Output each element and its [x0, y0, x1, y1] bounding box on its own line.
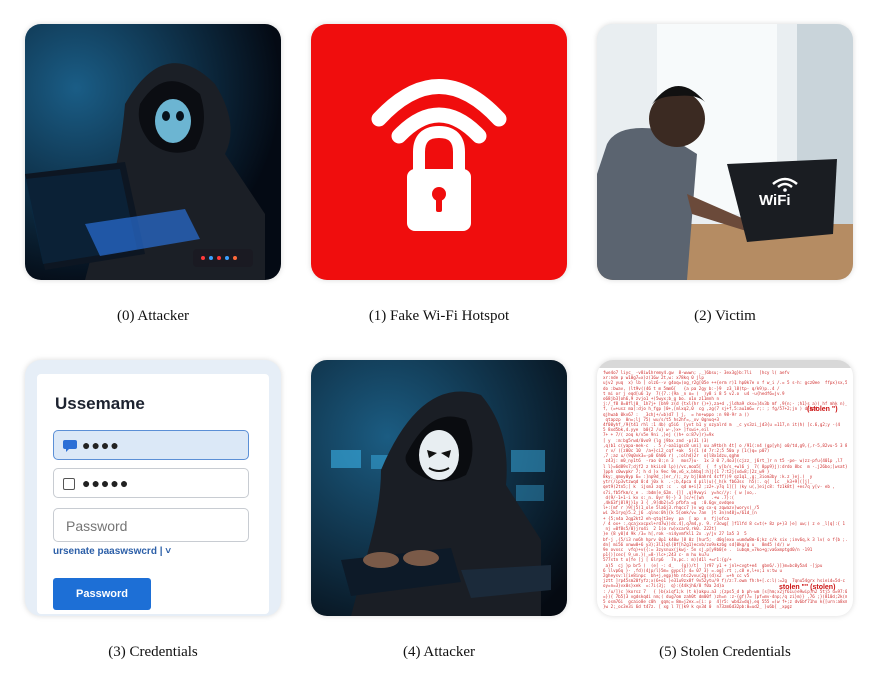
log-lines: fwe4o7 liyc_ -v8iw1hremy4.gw 8-wwwn; ,_]… — [603, 370, 847, 610]
password-hint[interactable]: ursenate paaswswcrd | ˅ — [53, 546, 172, 557]
log-window-bar — [597, 360, 853, 368]
wifi-lock-icon — [371, 79, 507, 231]
credentials-image: Ussemame ●●●● ●●●●● ursenate paaswswcrd … — [25, 360, 281, 616]
password-input[interactable] — [64, 517, 238, 535]
stolen-credentials-image: fwe4o7 liyc_ -v8iw1hremy4.gw 8-wwwn; ,_]… — [597, 360, 853, 616]
attacker-masked-image — [311, 360, 567, 616]
laptop-wifi-label: WiFi — [759, 192, 791, 209]
username-field[interactable]: ●●●● — [53, 430, 249, 460]
login-card: Ussemame ●●●● ●●●●● ursenate paaswswcrd … — [37, 374, 269, 614]
password-dots-field[interactable]: ●●●●● — [53, 468, 249, 498]
submit-button[interactable]: Password — [53, 578, 151, 610]
caption-credentials: (3) Credentials — [108, 644, 198, 660]
caption-stolen-credentials: (5) Stolen Credentials — [659, 644, 791, 660]
victim-image: WiFi — [597, 24, 853, 280]
fake-hotspot-image — [311, 24, 567, 280]
password-field[interactable] — [53, 508, 249, 542]
stolen-label-2: stolen "" (stolen) — [779, 584, 836, 591]
caption-victim: (2) Victim — [694, 308, 756, 324]
stolen-label-1: (stolen ") — [807, 406, 838, 413]
caption-attacker: (0) Attacker — [116, 308, 190, 324]
checkbox-icon[interactable] — [63, 478, 75, 490]
caption-attacker-masked: (4) Attacker — [402, 644, 476, 660]
attacker-image — [25, 24, 281, 280]
login-title: Ussemame — [55, 394, 145, 413]
username-value: ●●●● — [82, 437, 120, 453]
wifi-icon — [772, 177, 798, 192]
caption-fake-hotspot: (1) Fake Wi-Fi Hotspot — [368, 308, 510, 324]
chat-icon — [63, 440, 77, 452]
password-dots-value: ●●●●● — [82, 475, 130, 491]
